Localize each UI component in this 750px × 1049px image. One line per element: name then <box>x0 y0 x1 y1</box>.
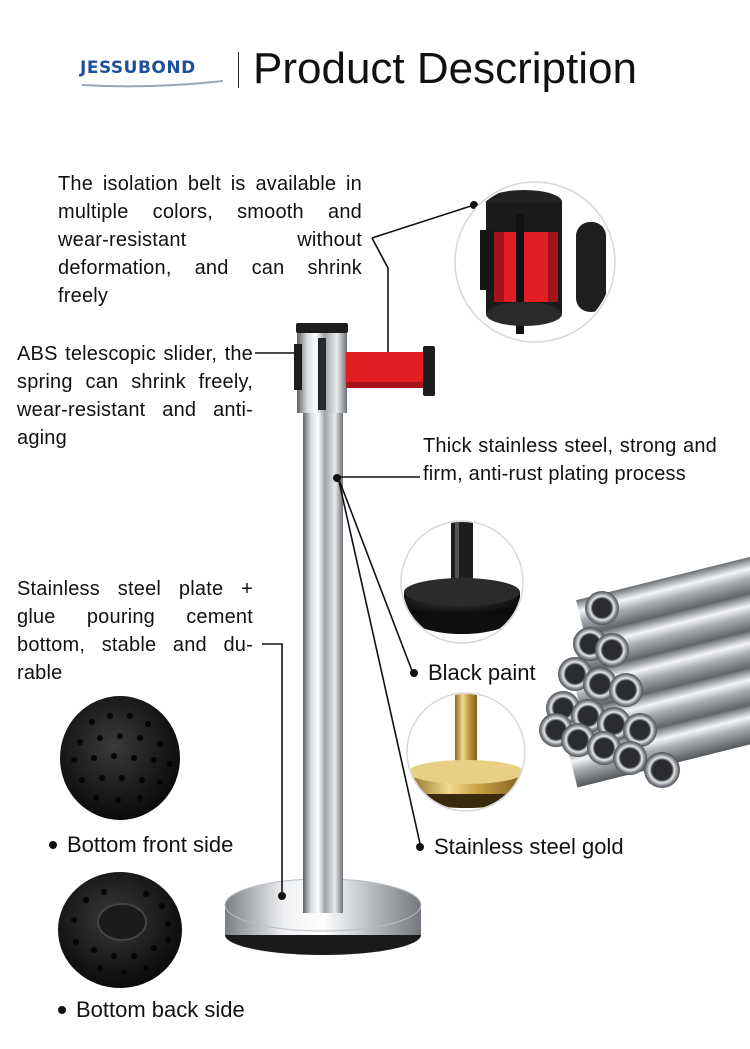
gold-text: Stainless steel gold <box>434 834 624 859</box>
bullet-icon <box>410 669 418 677</box>
base-description: Stainless steel plate + glue pouring cem… <box>17 578 253 684</box>
bullet-icon <box>58 1006 66 1014</box>
black-paint-text: Black paint <box>428 660 536 685</box>
slider-description: ABS telescopic slider, the spring can sh… <box>17 343 253 449</box>
brand-logo: JESSUBOND <box>80 58 196 78</box>
bottom-front-label: Bottom front side <box>49 832 233 858</box>
gold-label: Stainless steel gold <box>416 834 624 860</box>
bottom-back-text: Bottom back side <box>76 997 245 1022</box>
belt-description: The isolation belt is available in multi… <box>58 173 362 307</box>
bullet-icon <box>49 841 57 849</box>
gold-image <box>406 692 526 812</box>
bottom-front-image <box>60 696 180 820</box>
black-paint-image <box>400 520 524 644</box>
header-divider <box>238 52 239 88</box>
steel-tubes-image <box>539 551 750 788</box>
bottom-back-label: Bottom back side <box>58 997 245 1023</box>
steel-description: Thick stainless steel, strong and firm, … <box>423 435 717 485</box>
black-paint-label: Black paint <box>410 660 536 686</box>
page-title: Product Description <box>253 44 637 93</box>
bottom-front-text: Bottom front side <box>67 832 234 857</box>
bottom-back-image <box>58 872 182 988</box>
brand-swoosh-icon <box>81 80 224 88</box>
belt-cassette-image <box>454 181 616 343</box>
bullet-icon <box>416 843 424 851</box>
